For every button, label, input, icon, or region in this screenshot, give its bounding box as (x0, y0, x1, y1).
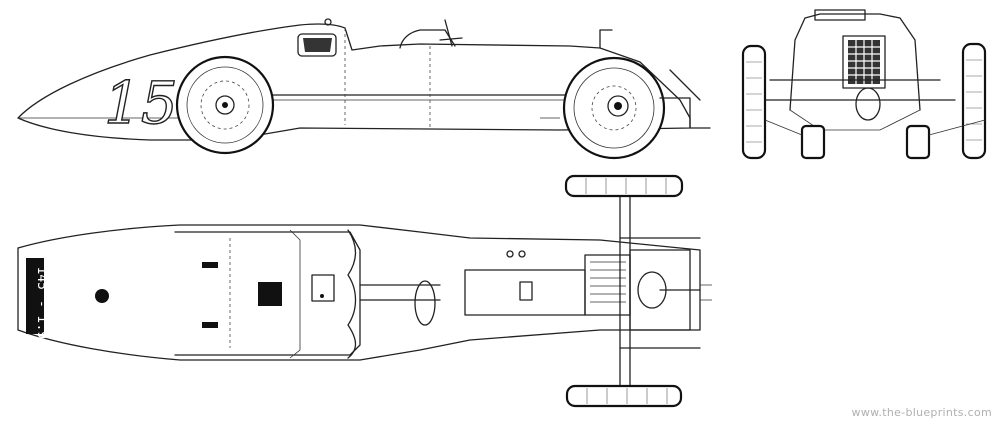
top-body-outline (17, 224, 701, 361)
side-cockpit (399, 29, 456, 49)
plate-text-1: 145 (34, 267, 49, 290)
steering-wheel-side (444, 19, 453, 47)
rear-left-tyre-front (800, 124, 826, 160)
rear-number-plate: 145 - I.9 (26, 258, 49, 339)
watermark: www.the-blueprints.com (852, 406, 992, 419)
front-right-wheel-top (565, 384, 683, 408)
plate-text-2: - I.9 (34, 300, 49, 339)
radiator-grille (842, 35, 886, 89)
front-left-tyre (741, 44, 767, 160)
side-body-outline (17, 23, 691, 141)
front-body-outline (789, 13, 921, 111)
race-number: 15 (104, 69, 178, 137)
front-view (741, 9, 987, 160)
front-left-wheel-top (564, 174, 684, 198)
engine-top (464, 254, 631, 316)
top-view: 145 - I.9 (17, 174, 712, 408)
front-wheel-side (562, 56, 666, 160)
side-vent (297, 33, 337, 57)
rear-wheel-side (175, 55, 275, 155)
front-right-tyre (961, 42, 987, 160)
side-view: 15 (17, 18, 711, 160)
front-headlamp-circle (855, 87, 881, 121)
tail-lamp (95, 289, 109, 303)
rear-right-tyre-front (905, 124, 931, 160)
fuel-cap (258, 282, 282, 306)
